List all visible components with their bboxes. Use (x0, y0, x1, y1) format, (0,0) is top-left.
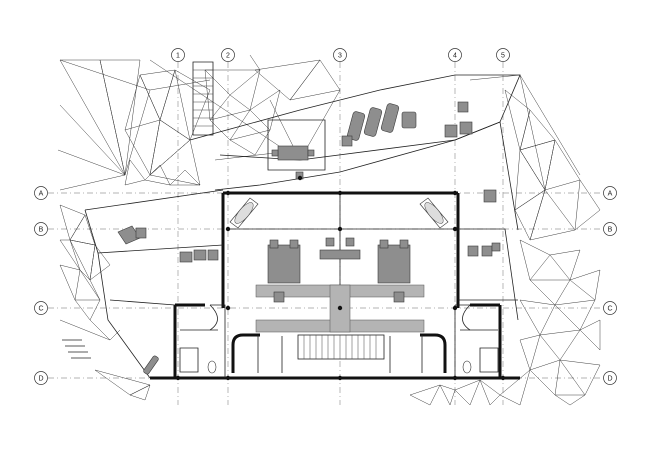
floor-band (255, 284, 425, 333)
structural-columns (175, 175, 506, 381)
bench-bottom-left (143, 355, 159, 375)
grid-row-bubble-c-right: C (603, 301, 617, 315)
grid-column-label: 5 (501, 53, 505, 60)
grid-column-label: 3 (338, 53, 342, 60)
toilet-fixture-right (462, 360, 472, 374)
exterior-stair-top (192, 61, 214, 136)
chairs-left-deck (117, 225, 219, 263)
grid-row-label: C (607, 306, 612, 313)
grid-column-label: 4 (453, 53, 457, 60)
dining-set-terrace (271, 145, 315, 180)
terrain-mesh-right (409, 74, 601, 406)
bedside-table-center (319, 237, 361, 260)
grid-column-bubble-2: 2 (221, 48, 235, 62)
grid-row-bubble-b-left: B (34, 222, 48, 236)
grid-column-bubble-1: 1 (171, 48, 185, 62)
chairs-right-deck (444, 101, 501, 257)
grid-row-label: B (39, 227, 44, 234)
bathtub-right (419, 197, 449, 229)
terrain-mesh-top-left (57, 59, 211, 191)
left-wing-deck (84, 189, 224, 379)
grid-row-bubble-d-left: D (34, 371, 48, 385)
toilet-fixture-left (207, 360, 217, 374)
grid-row-label: A (608, 191, 613, 198)
bathtub-left (229, 197, 259, 229)
terrain-mesh-bottom-left (59, 204, 121, 341)
grid-row-label: C (38, 306, 43, 313)
grid-column-label: 2 (226, 53, 230, 60)
grid-row-label: D (38, 376, 43, 383)
grid-row-label: D (607, 376, 612, 383)
grid-row-label: B (608, 227, 613, 234)
grid-row-bubble-b-right: B (603, 222, 617, 236)
service-room-left (173, 303, 226, 378)
grid-row-bubble-d-right: D (603, 371, 617, 385)
grid-column-bubble-3: 3 (333, 48, 347, 62)
grid-column-bubble-4: 4 (448, 48, 462, 62)
grid-row-bubble-c-left: C (34, 301, 48, 315)
bed-right (377, 239, 411, 303)
service-room-right (454, 303, 502, 378)
central-stair (297, 334, 385, 360)
grid-row-label: A (39, 191, 44, 198)
terrain-stair-bottom-left (62, 339, 151, 401)
right-wing-deck (454, 121, 519, 321)
bed-left (267, 239, 301, 303)
grid-column-bubble-5: 5 (496, 48, 510, 62)
lounge-chairs-terrace (341, 103, 417, 147)
grid-row-bubble-a-left: A (34, 186, 48, 200)
grid-column-label: 1 (176, 53, 180, 60)
grid-row-bubble-a-right: A (603, 186, 617, 200)
